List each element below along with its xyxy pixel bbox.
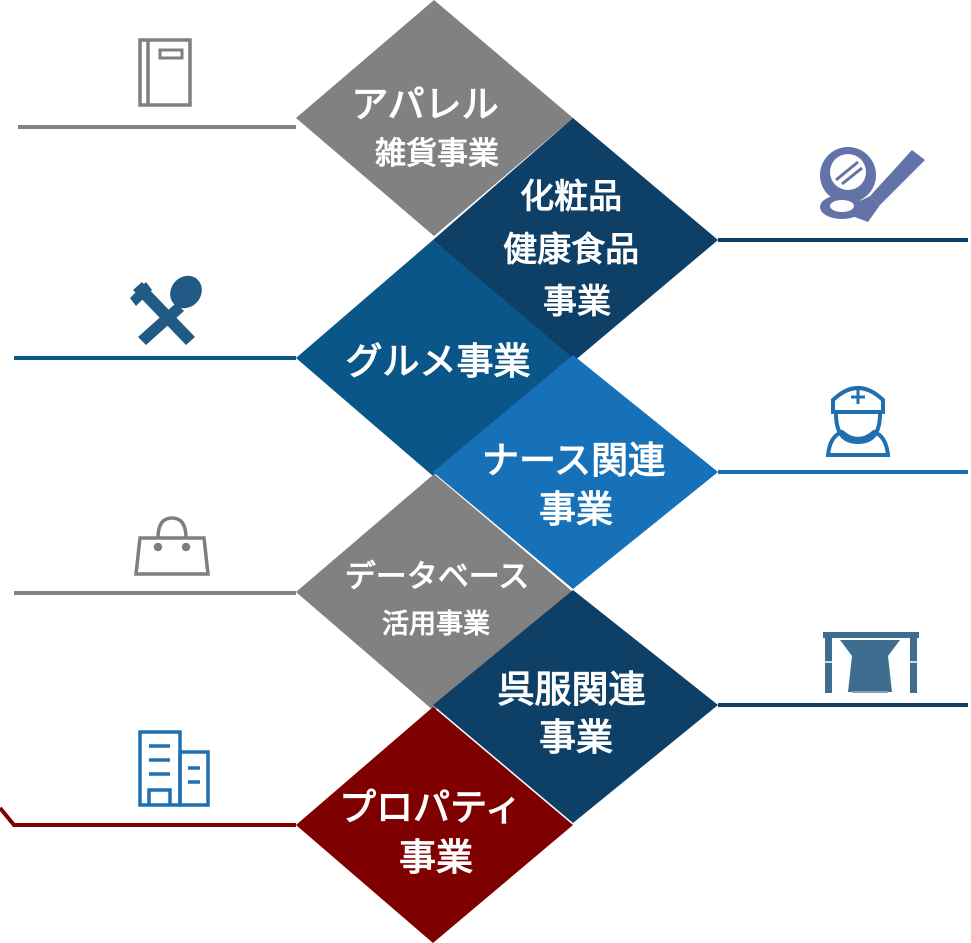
diamond-gourmet: [296, 240, 573, 476]
label-nurse: ナース関連 事業: [482, 439, 678, 531]
fork-spoon-icon: [130, 275, 202, 345]
diamond-nurse: [433, 355, 718, 589]
diamond-apparel: [296, 0, 573, 236]
connector-line-property: [0, 806, 296, 827]
makeup-icon: [820, 147, 925, 222]
shopping-bag-icon: [134, 516, 210, 576]
nurse-icon: [825, 386, 891, 457]
label-kimono: 呉服関連 事業: [498, 668, 659, 759]
diamond-database: [296, 474, 573, 711]
diamond-property: [296, 707, 573, 943]
label-gourmet: グルメ事業: [346, 340, 531, 383]
kimono-icon: [823, 632, 919, 693]
building-icon: [138, 730, 210, 807]
label-apparel: アパレル: [351, 83, 498, 126]
label-apparel-2: 雑貨事業: [374, 136, 499, 172]
label-database-2: 活用事業: [382, 609, 490, 640]
label-property: プロパティ 事業: [339, 786, 535, 879]
label-database: データベース: [345, 559, 529, 595]
book-icon: [138, 38, 192, 107]
diamond-kimono: [433, 590, 718, 823]
label-cosmetics: 化粧品 健康食品 事業: [503, 177, 651, 322]
